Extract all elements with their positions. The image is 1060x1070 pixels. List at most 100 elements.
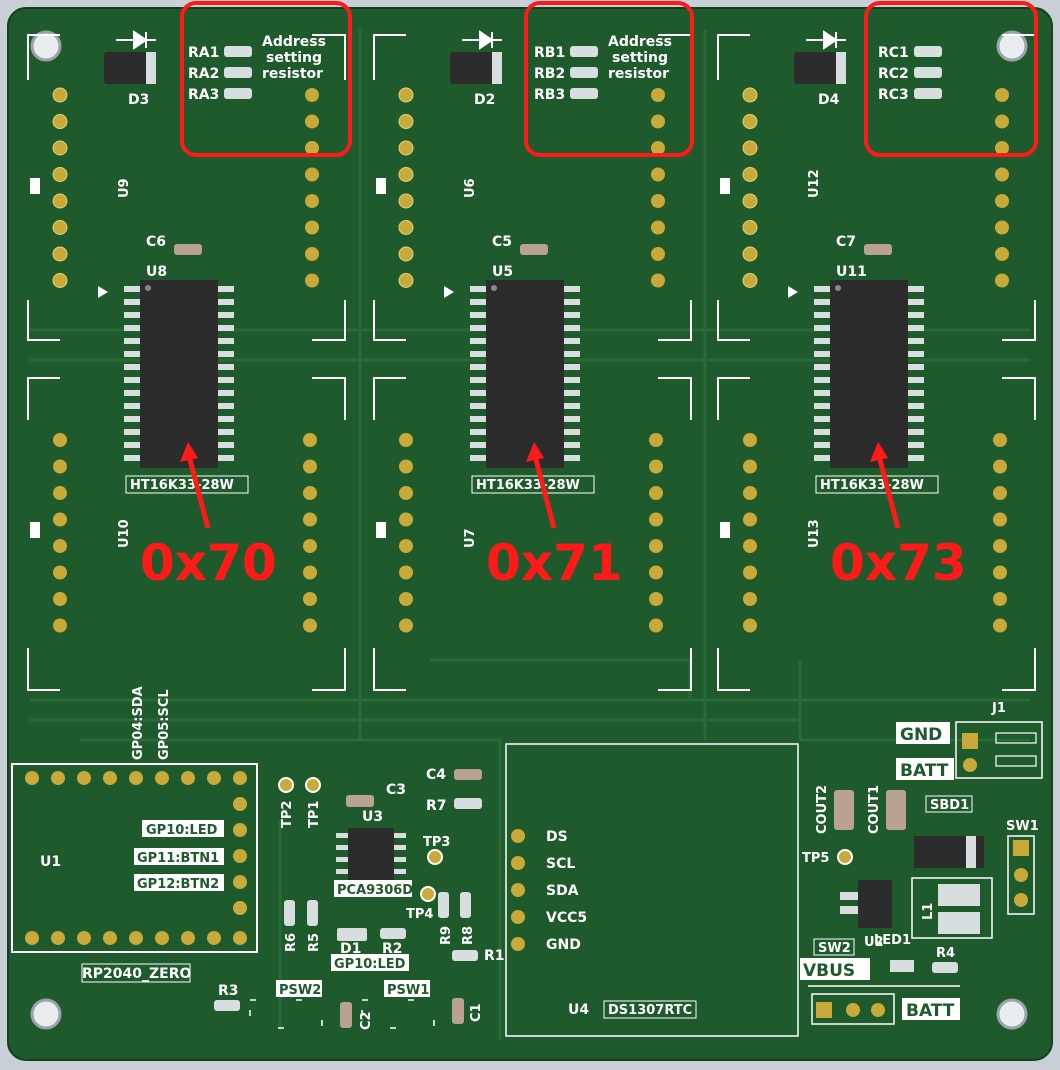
mounting-holes: [30, 30, 1028, 1030]
resistor: [932, 962, 958, 973]
part-frame: [815, 475, 939, 494]
header-pin: [53, 512, 67, 527]
chip-pin: [564, 338, 580, 344]
sw2-outline[interactable]: [811, 993, 895, 1025]
mcu-name-frame: [81, 963, 191, 983]
chip-pin: [564, 377, 580, 383]
diode-band: [146, 52, 156, 84]
socket-outline-top: [27, 34, 346, 341]
header-pin: [399, 433, 413, 447]
address-resistor: [570, 88, 598, 99]
pin1-dot: [835, 285, 841, 291]
mcu-pin: [155, 931, 169, 945]
chip-pin: [470, 299, 486, 305]
header-pin: [743, 592, 757, 606]
chip-pin: [218, 455, 234, 461]
r7-label: R7: [426, 798, 447, 814]
socket-marker: [30, 522, 40, 538]
mcu-pin: [233, 849, 247, 863]
psw1-outline[interactable]: [361, 999, 435, 1029]
address-resistor: [224, 88, 252, 99]
diode-symbol: [806, 30, 846, 50]
sbd-label: SBD1: [930, 798, 969, 813]
chip-pin: [814, 286, 830, 292]
header-pin: [305, 141, 319, 155]
sw1-pin: [1013, 840, 1029, 856]
ht16k33-chip: [140, 280, 218, 468]
address-arrowhead: [870, 442, 888, 462]
header-pin: [398, 273, 414, 288]
chip-pin: [908, 312, 924, 318]
capacitor: [834, 790, 854, 830]
header-pin: [993, 433, 1007, 447]
header-pin: [743, 618, 757, 633]
header-pin: [398, 193, 414, 209]
l1-label: L1: [921, 903, 936, 920]
mcu-pin: [233, 931, 247, 945]
header-pin: [52, 273, 68, 288]
mounting-hole: [996, 998, 1028, 1030]
header-pin: [649, 592, 663, 606]
cap-ref: C7: [836, 234, 856, 250]
j1-pin: [962, 733, 978, 749]
address-resistor-ref: RB3: [534, 87, 565, 103]
rtc-pin-label: SCL: [546, 856, 575, 872]
gnd-label: GND: [900, 725, 942, 745]
psw2-outline[interactable]: [249, 999, 323, 1029]
header-pin: [742, 273, 758, 288]
address-resistor-ref: RA3: [188, 87, 219, 103]
power-section: J1 GND BATT COUT2 COUT1 SBD1 SW1 U2 L1 S…: [800, 701, 1043, 1025]
sw1-outline[interactable]: [1007, 835, 1035, 915]
r8-label: R8: [461, 926, 476, 945]
header-pin: [995, 273, 1009, 288]
header-pin: [52, 193, 68, 209]
header-pin: [52, 167, 68, 182]
chip-part-number: HT16K33-28W: [130, 478, 234, 493]
chip-pin: [908, 299, 924, 305]
address-resistor: [570, 46, 598, 57]
mounting-hole: [30, 998, 62, 1030]
chip-pin: [218, 403, 234, 409]
header-pin: [995, 114, 1009, 129]
chip-pin: [124, 299, 140, 305]
header-pin: [742, 140, 758, 156]
address-resistor: [914, 46, 942, 57]
chip-pin: [218, 416, 234, 422]
header-pin: [399, 459, 413, 474]
header-pin: [398, 167, 414, 182]
regulator-body: [858, 880, 892, 928]
address-arrowhead: [526, 442, 544, 462]
chip-pin: [124, 377, 140, 383]
chip-pin: [564, 390, 580, 396]
display-column: U6U7D2RB1RB2RB3AddresssettingresistorC5U…: [373, 30, 692, 691]
chip-pin: [814, 325, 830, 331]
header-pin: [52, 220, 68, 235]
chip-pin: [124, 429, 140, 435]
mcu-pin: [233, 797, 247, 811]
rtc-pin: [511, 937, 525, 951]
address-note: resistor: [262, 66, 323, 82]
chip-pin: [908, 442, 924, 448]
chip-pin: [124, 312, 140, 318]
mcu-pin: [25, 931, 39, 945]
testpoint-pad: [278, 777, 294, 793]
header-pin: [742, 114, 758, 129]
header-pin: [53, 433, 67, 447]
chip-pin: [814, 390, 830, 396]
chip-pin: [814, 351, 830, 357]
resistor: [460, 892, 471, 918]
pin1-dot: [145, 285, 151, 291]
j1-latch: [995, 755, 1037, 767]
batt-label: BATT: [900, 761, 949, 781]
diode-symbol: [116, 30, 156, 50]
header-pin: [305, 194, 319, 208]
mcu-label-btn2: GP12:BTN2: [137, 877, 219, 892]
d1-label: D1: [340, 941, 361, 957]
label-plate: [800, 958, 870, 980]
ht16k33-chip: [486, 280, 564, 468]
chip-pin: [470, 403, 486, 409]
header-pin: [651, 114, 665, 129]
address-arrow: [185, 451, 211, 529]
